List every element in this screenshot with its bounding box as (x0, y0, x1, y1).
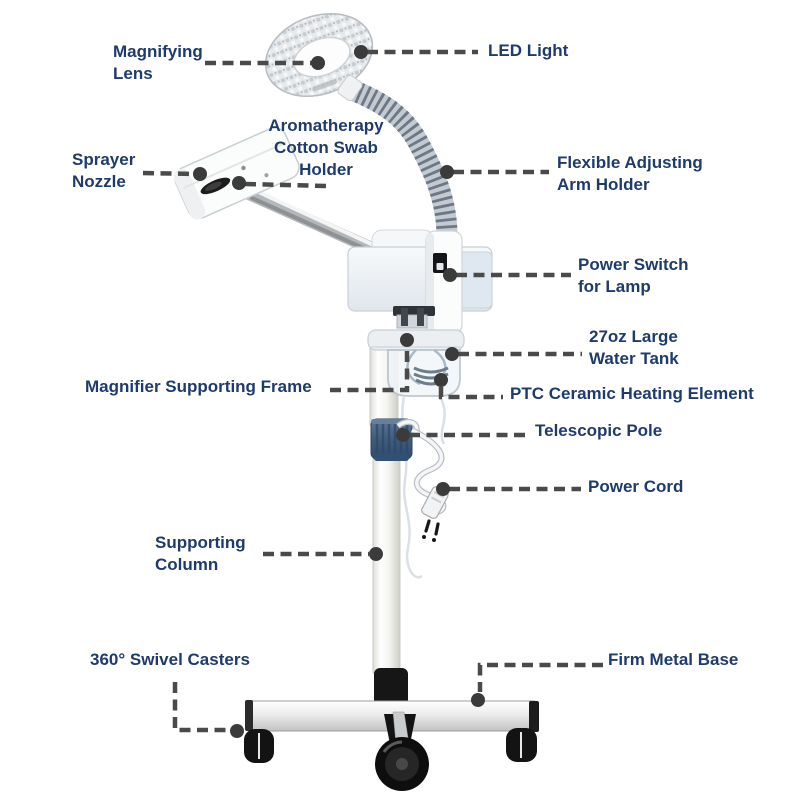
anchor-dot (193, 167, 207, 181)
anchor-dot (443, 268, 457, 282)
anchor-dot (230, 724, 244, 738)
label-swivel-casters: 360° Swivel Casters (90, 650, 250, 669)
anchor-dot (471, 693, 485, 707)
telescopic-collar (370, 418, 413, 461)
leader-magnifier-frame (330, 347, 410, 393)
anchor-dot (445, 347, 459, 361)
anchor-dot (369, 547, 383, 561)
leader-ptc-element (438, 387, 503, 400)
anchor-dot (434, 373, 448, 387)
label-lamp-power-switch: Power Switch for Lamp (578, 255, 689, 296)
power-cord (396, 418, 449, 542)
label-ptc-heating-element: PTC Ceramic Heating Element (510, 384, 754, 403)
gooseneck-arm (341, 79, 458, 244)
magnifying-lens-glass (293, 36, 351, 78)
leader-metal-base (477, 662, 603, 692)
anchor-dot (400, 333, 414, 347)
anchor-dot (436, 482, 450, 496)
label-led-light: LED Light (488, 41, 569, 60)
label-water-tank: 27oz Large Water Tank (589, 327, 679, 368)
label-aromatherapy-holder: Aromatherapy Cotton Swab Holder (268, 116, 384, 179)
label-telescopic-pole: Telescopic Pole (535, 421, 663, 440)
lamp-head (264, 13, 374, 97)
lamp-neck-ferrule (337, 74, 363, 102)
sprayer-arm (243, 187, 389, 260)
anchor-dot (311, 56, 325, 70)
label-sprayer-nozzle: Sprayer Nozzle (72, 150, 136, 191)
led-ring (265, 13, 373, 97)
anchor-dot (232, 176, 246, 190)
label-flexible-arm-holder: Flexible Adjusting Arm Holder (557, 153, 703, 194)
leader-lines (142, 49, 603, 733)
label-magnifying-lens: Magnifying Lens (113, 42, 203, 83)
plug-prongs (424, 519, 440, 536)
label-supporting-column: Supporting Column (155, 533, 246, 574)
leader-aromatherapy-holder (244, 181, 328, 189)
firm-metal-base (244, 668, 539, 791)
label-metal-base: Firm Metal Base (608, 650, 739, 669)
steamer-body (347, 229, 493, 351)
leader-swivel-casters (172, 682, 230, 733)
caster-wheel-center (375, 737, 429, 791)
anchor-dot (354, 45, 368, 59)
leader-sprayer-nozzle (142, 170, 195, 177)
anchor-dots (193, 45, 485, 738)
cotton-swab-holder-hole (241, 165, 246, 171)
anchor-dot (396, 428, 410, 442)
label-magnifier-frame: Magnifier Supporting Frame (85, 377, 312, 396)
anchor-dot (440, 165, 454, 179)
label-power-cord: Power Cord (588, 477, 684, 496)
